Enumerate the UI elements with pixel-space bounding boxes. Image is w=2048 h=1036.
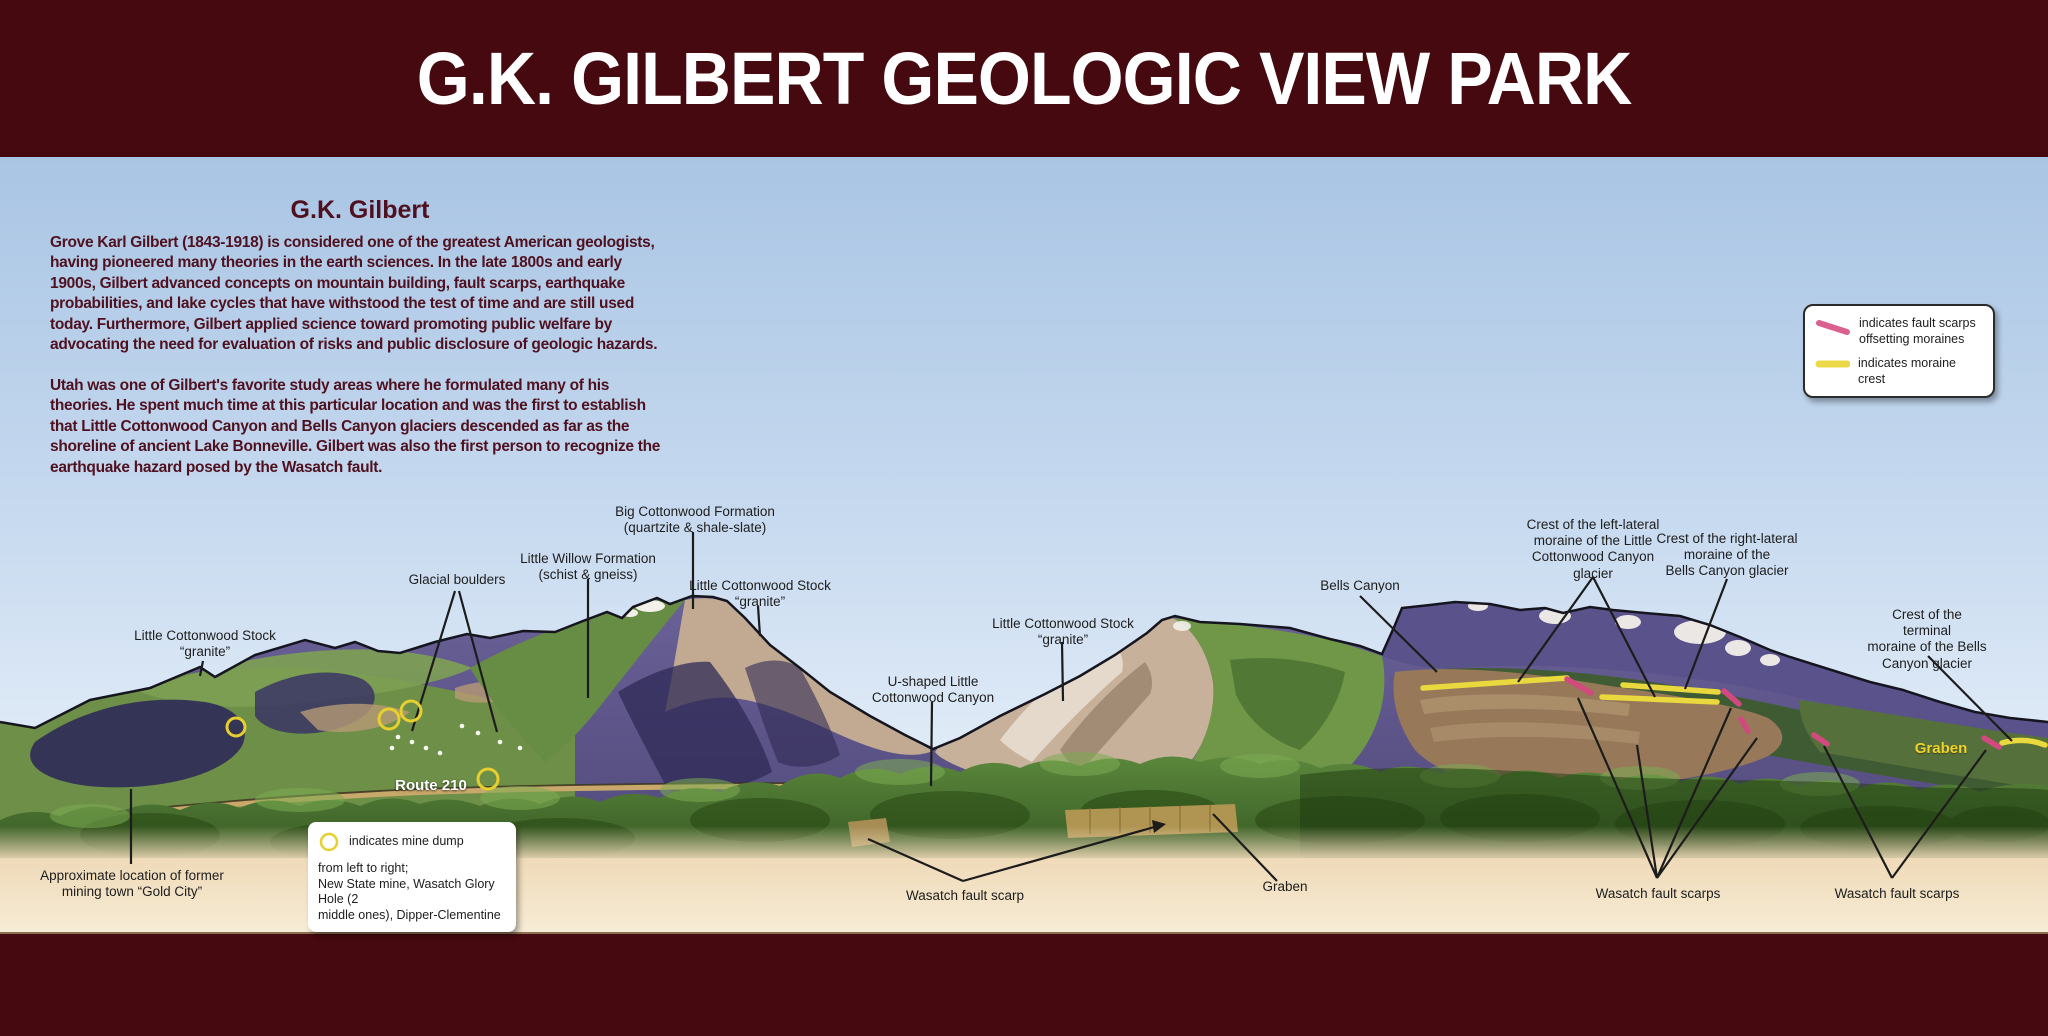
label-crest-left-lateral-moraine: Crest of the left-lateral moraine of the… <box>1526 517 1660 581</box>
label-crest-terminal-moraine: Crest of the terminal moraine of the Bel… <box>1867 607 1987 671</box>
legend-moraine-label: indicates moraine crest <box>1858 356 1956 386</box>
mine-dump-symbol-icon <box>319 832 339 852</box>
label-wasatch-fault-scarps-right: Wasatch fault scarps <box>1834 886 1960 901</box>
label-graben-upper: Graben <box>1914 740 1968 757</box>
mine-dump-list: from left to right; New State mine, Wasa… <box>318 861 501 922</box>
label-little-cottonwood-stock-right: Little Cottonwood Stock “granite” <box>992 616 1134 648</box>
moraine-crest-symbol-icon <box>1815 360 1851 368</box>
mine-dump-box: indicates mine dump from left to right; … <box>308 822 516 932</box>
label-little-cottonwood-stock-middle: Little Cottonwood Stock “granite” <box>689 578 831 610</box>
fault-scarp-symbol-icon <box>1816 320 1850 335</box>
skyline-outline <box>0 594 2048 751</box>
footer-band <box>0 932 2048 1036</box>
label-little-cottonwood-stock-left: Little Cottonwood Stock “granite” <box>134 628 276 660</box>
label-little-willow-formation: Little Willow Formation (schist & gneiss… <box>520 551 656 583</box>
mine-dump-symbol-label: indicates mine dump <box>349 834 464 849</box>
label-crest-right-lateral-moraine: Crest of the right-lateral moraine of th… <box>1656 531 1798 579</box>
label-wasatch-fault-scarps-left: Wasatch fault scarps <box>1595 886 1721 901</box>
label-route-210: Route 210 <box>395 777 467 794</box>
intro-block: G.K. Gilbert Grove Karl Gilbert (1843-19… <box>50 196 670 498</box>
label-graben-lower: Graben <box>1262 879 1308 894</box>
legend-row-fault-scarps: indicates fault scarps offsetting morain… <box>1815 316 1983 347</box>
intro-paragraph-2: Utah was one of Gilbert's favorite study… <box>50 376 661 476</box>
buildings <box>389 723 523 756</box>
header-band: G.K. GILBERT GEOLOGIC VIEW PARK <box>0 0 2048 157</box>
moraine-crest-lines <box>1420 675 2048 748</box>
fault-scarp-lines <box>1564 676 2002 750</box>
label-big-cottonwood-formation: Big Cottonwood Formation (quartzite & sh… <box>615 504 775 536</box>
legend-box: indicates fault scarps offsetting morain… <box>1803 304 1995 398</box>
legend-row-moraine-crest: indicates moraine crest <box>1815 356 1983 387</box>
leader-lines <box>129 532 2013 883</box>
label-wasatch-fault-scarp: Wasatch fault scarp <box>905 888 1025 903</box>
mine-dump-symbol-row: indicates mine dump <box>318 831 506 853</box>
page-title: G.K. GILBERT GEOLOGIC VIEW PARK <box>416 37 1633 120</box>
fault-scarp-arrowhead <box>1152 820 1166 833</box>
label-u-shaped-canyon: U-shaped Little Cottonwood Canyon <box>871 674 995 706</box>
mine-dump-circles <box>225 699 500 791</box>
intro-heading: G.K. Gilbert <box>290 196 430 224</box>
legend-fault-label: indicates fault scarps offsetting morain… <box>1859 316 1976 346</box>
label-gold-city: Approximate location of former mining to… <box>40 868 224 900</box>
label-glacial-boulders: Glacial boulders <box>408 572 506 587</box>
intro-paragraph-1: Grove Karl Gilbert (1843-1918) is consid… <box>50 234 658 354</box>
label-bells-canyon: Bells Canyon <box>1320 578 1400 593</box>
